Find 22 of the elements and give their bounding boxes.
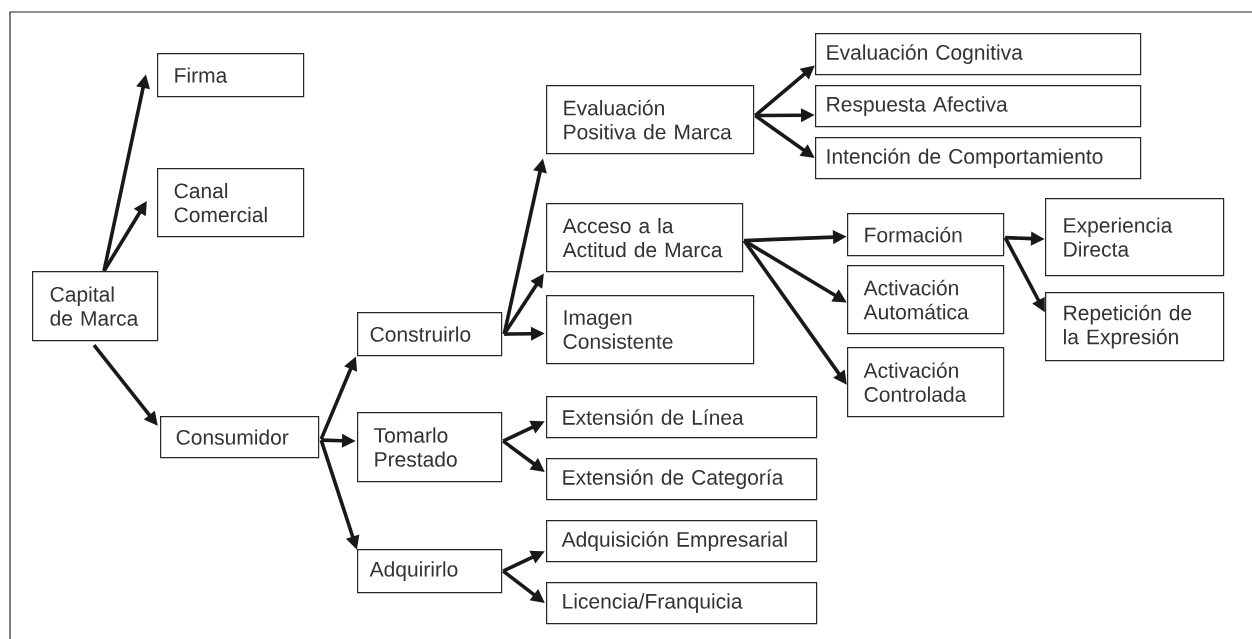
text-box: Respuesta Afectiva — [815, 85, 1142, 128]
text-box: Acceso a la Actitud de Marca — [546, 203, 744, 273]
text-box: Activación Automática — [847, 265, 1005, 335]
text-box: Adquirirlo — [357, 549, 503, 594]
text-box: Adquisición Empresarial — [546, 520, 818, 563]
text-box: Evaluación Cognitiva — [815, 33, 1142, 76]
text-box: Extensión de Línea — [546, 396, 818, 439]
text-box: Consumidor — [160, 416, 320, 459]
text-box: Imagen Consistente — [546, 295, 755, 365]
text-box: Canal Comercial — [157, 168, 305, 238]
text-box: Capital de Marca — [32, 271, 159, 342]
text-box: Firma — [157, 53, 305, 98]
text-box: Construirlo — [357, 312, 503, 357]
text-box: Tomarlo Prestado — [357, 412, 503, 483]
text-box: Intención de Comportamiento — [815, 137, 1142, 180]
text-box: Experiencia Directa — [1045, 198, 1225, 277]
text-box: Extensión de Categoría — [546, 458, 818, 501]
text-box: Repetición de la Expresión — [1045, 292, 1225, 362]
text-box: Activación Controlada — [847, 347, 1005, 418]
text-box: Evaluación Positiva de Marca — [546, 85, 755, 155]
text-box: Licencia/Franquicia — [546, 582, 818, 625]
text-box: Formación — [847, 213, 1005, 257]
